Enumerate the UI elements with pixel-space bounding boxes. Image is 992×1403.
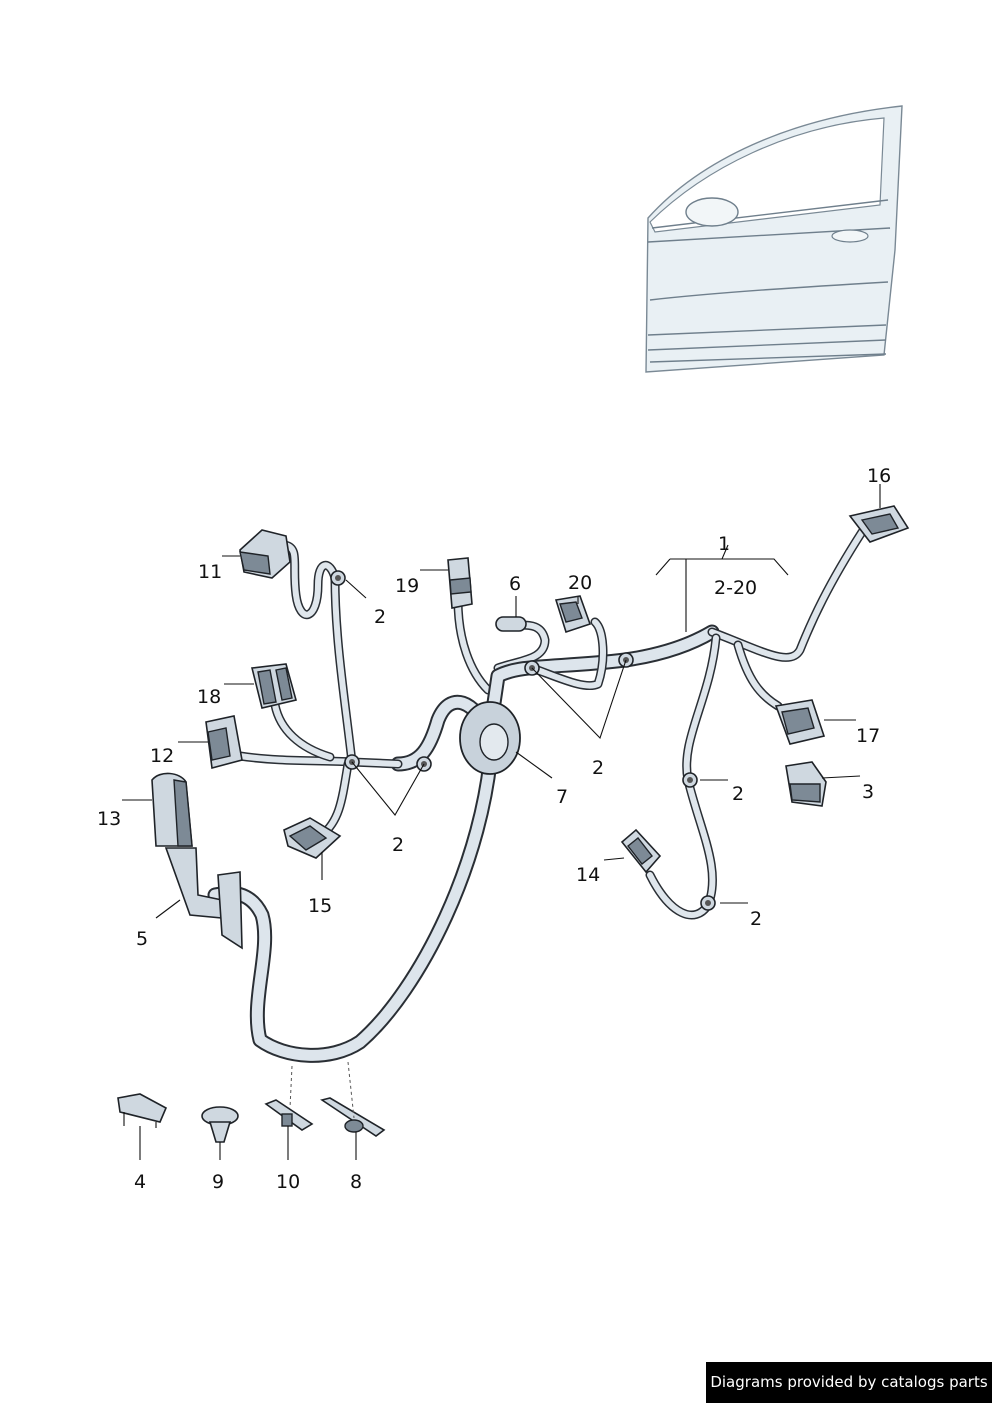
label-16: 16 <box>867 465 891 487</box>
connector-15 <box>283 817 342 859</box>
label-17: 17 <box>856 725 880 747</box>
mounting-guide <box>289 1061 355 1119</box>
label-2: 2 <box>750 908 762 930</box>
label-20: 20 <box>568 572 592 594</box>
part-10 <box>264 1099 314 1131</box>
label-6: 6 <box>509 573 521 595</box>
label-1: 1 <box>718 533 730 555</box>
part-9 <box>201 1106 239 1143</box>
connector-20 <box>554 595 592 634</box>
callout-labels: 1 2-20 2 2 2 2 2 3 4 5 6 7 8 9 10 11 12 … <box>97 465 891 1193</box>
label-2: 2 <box>732 783 744 805</box>
label-11: 11 <box>198 561 222 583</box>
part-3 <box>785 761 827 807</box>
label-14: 14 <box>576 864 600 886</box>
connector-17 <box>774 699 826 745</box>
label-5: 5 <box>136 928 148 950</box>
label-18: 18 <box>197 686 221 708</box>
label-15: 15 <box>308 895 332 917</box>
label-2-20: 2-20 <box>714 577 757 599</box>
label-9: 9 <box>212 1171 224 1193</box>
part-8 <box>320 1097 386 1137</box>
label-3: 3 <box>862 781 874 803</box>
label-8: 8 <box>350 1171 362 1193</box>
label-7: 7 <box>556 786 568 808</box>
part-4 <box>117 1093 168 1128</box>
connector-12 <box>205 715 243 770</box>
leader-lines <box>122 484 881 1160</box>
wiring-harness <box>207 527 867 1063</box>
label-2: 2 <box>392 834 404 856</box>
label-2: 2 <box>374 606 386 628</box>
grommet-7 <box>459 701 521 775</box>
label-4: 4 <box>134 1171 146 1193</box>
connector-19 <box>447 557 473 609</box>
connector-11 <box>239 529 291 579</box>
connector-18 <box>251 663 297 709</box>
label-10: 10 <box>276 1171 300 1193</box>
part-13 <box>151 772 193 847</box>
label-13: 13 <box>97 808 121 830</box>
connector-14 <box>620 828 662 874</box>
watermark-banner: Diagrams provided by catalogs parts <box>706 1362 992 1403</box>
connector-16 <box>848 505 910 543</box>
label-19: 19 <box>395 575 419 597</box>
part-5 <box>164 847 243 950</box>
label-12: 12 <box>150 745 174 767</box>
label-2: 2 <box>592 757 604 779</box>
door-illustration <box>645 105 903 373</box>
connector-6 <box>495 616 527 632</box>
